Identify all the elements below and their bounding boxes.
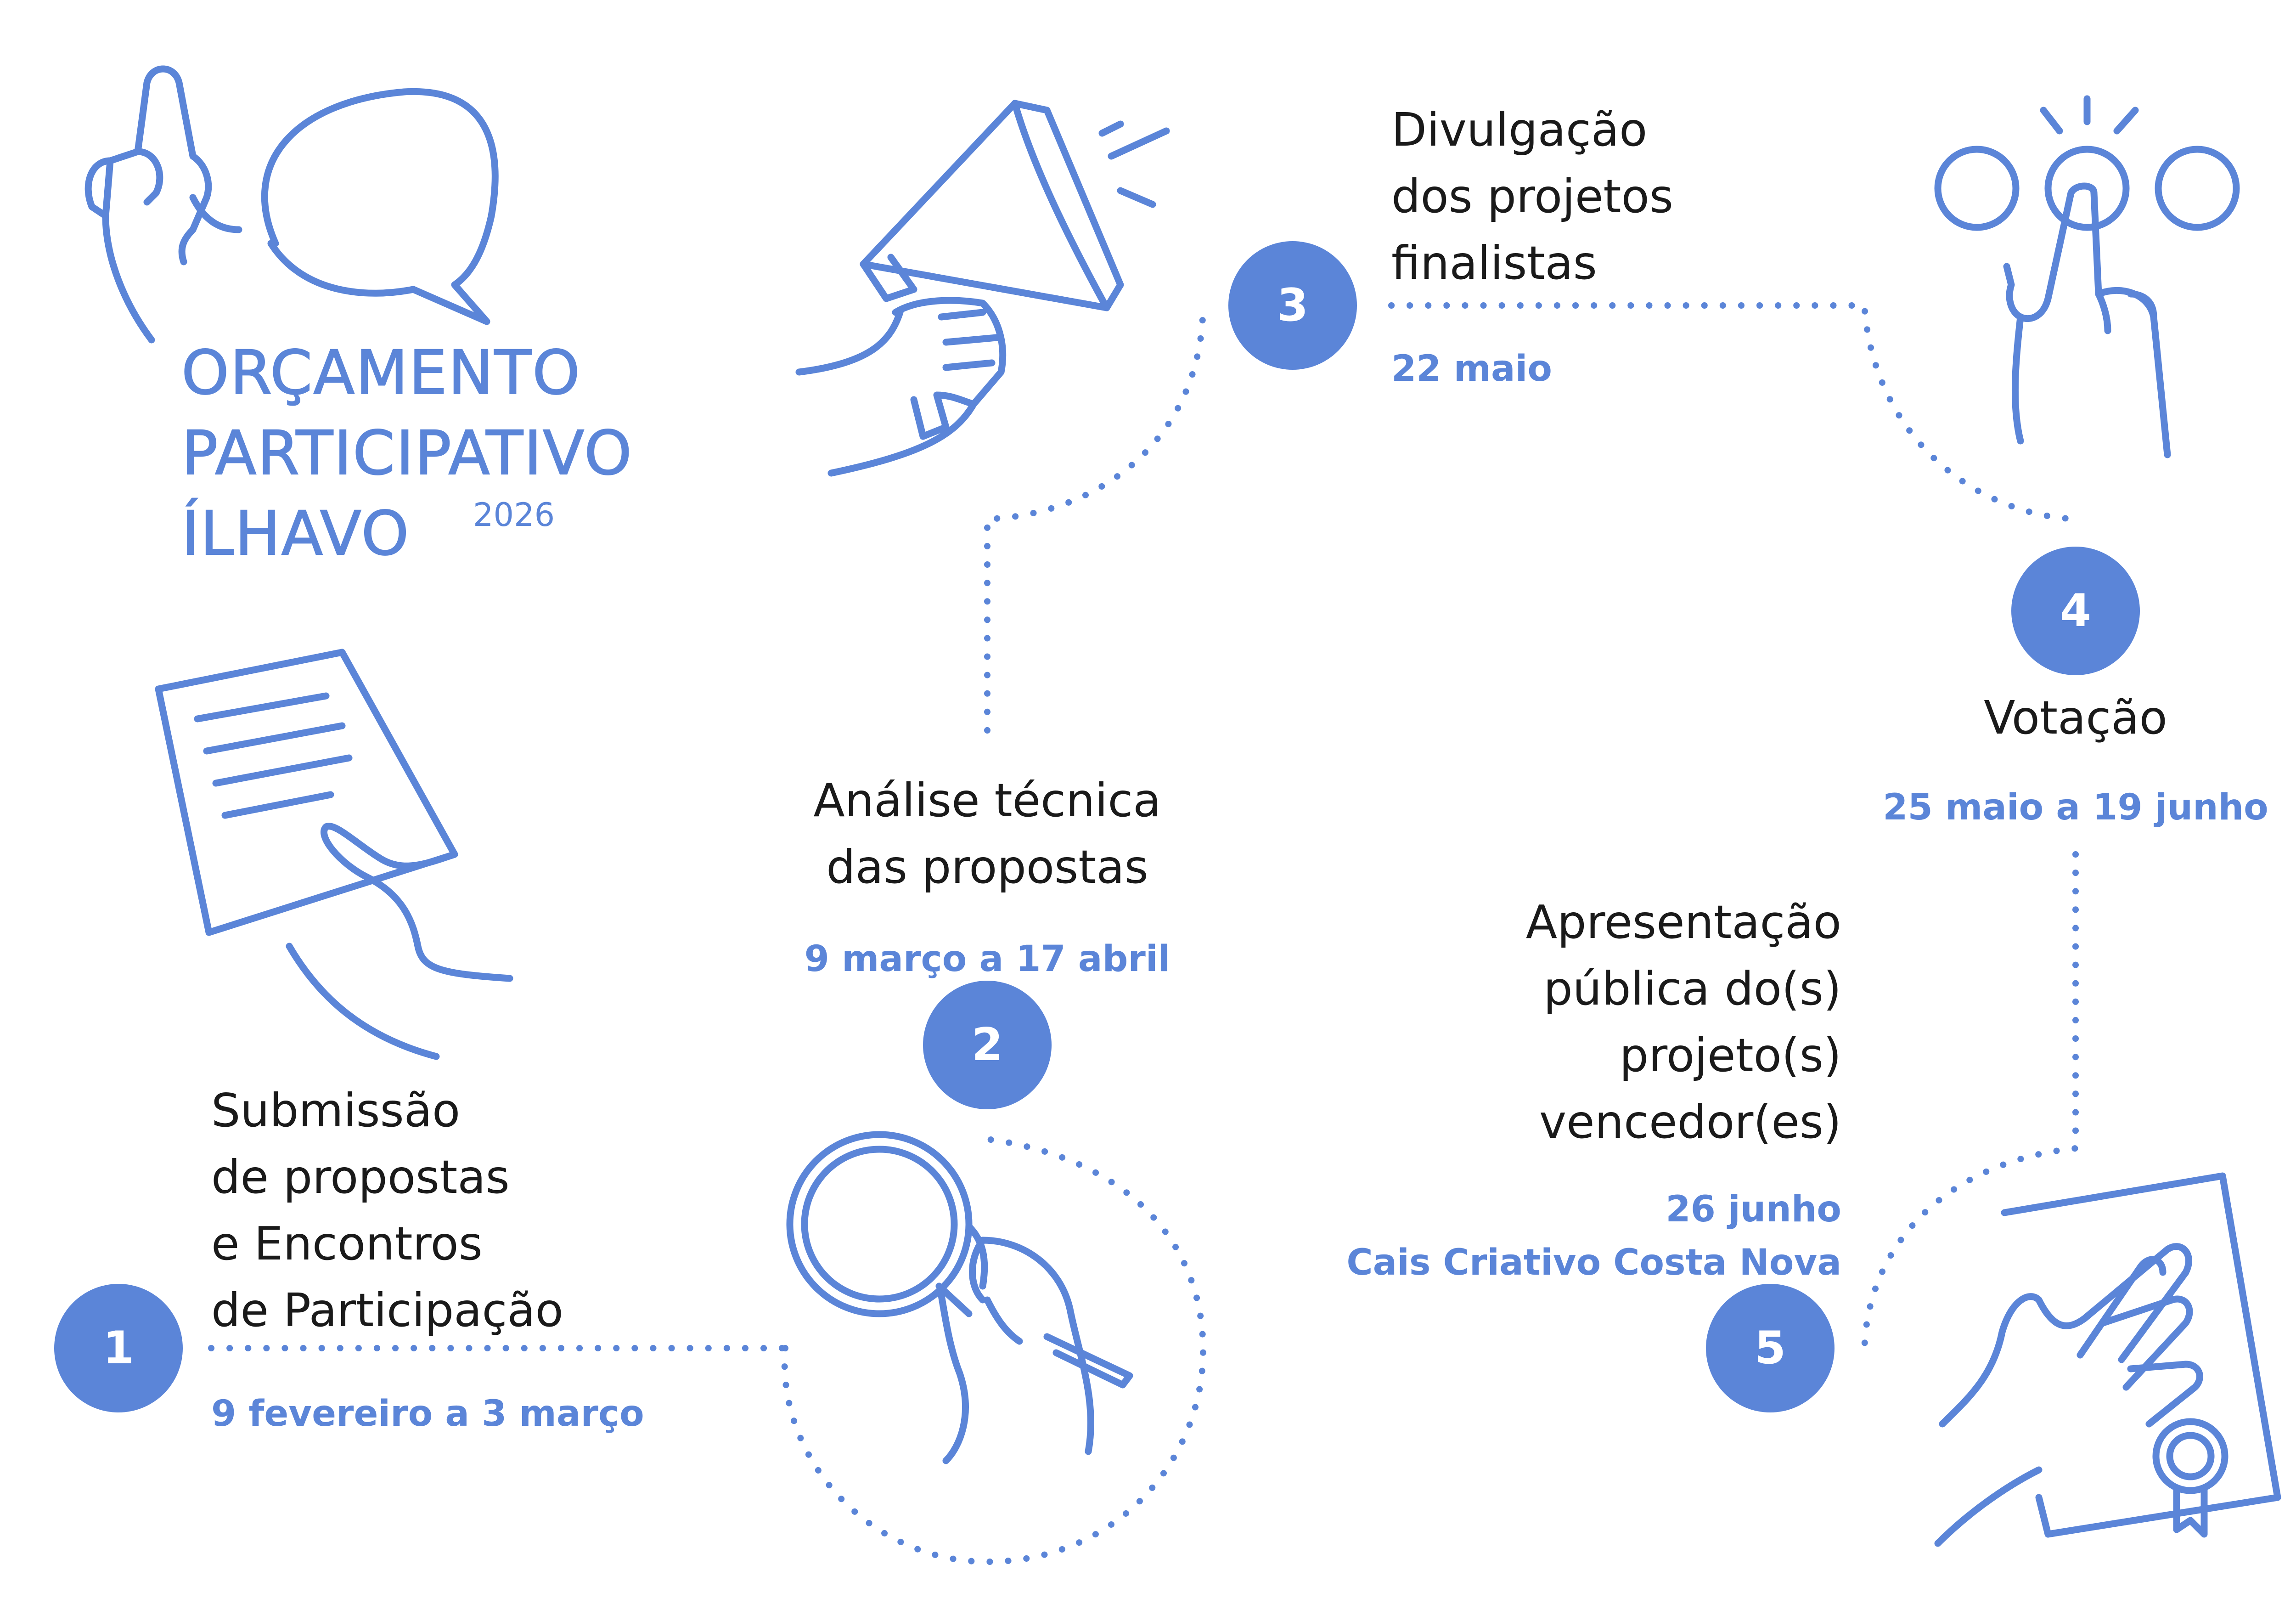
step-1-label-line: e Encontros bbox=[211, 1217, 483, 1271]
step-2-label-line: Análise técnica bbox=[813, 774, 1161, 827]
step-1-number: 1 bbox=[103, 1322, 134, 1374]
step-2-label-line: das propostas bbox=[826, 840, 1148, 894]
title-line-2: PARTICIPATIVO bbox=[181, 418, 633, 489]
step-5-label-line: vencedor(es) bbox=[1539, 1095, 1841, 1149]
megaphone-icon bbox=[795, 100, 1170, 477]
certificate-in-hand-icon bbox=[1934, 1172, 2281, 1547]
step-4-label-line: Votação bbox=[1984, 691, 2167, 745]
step-3-number: 3 bbox=[1277, 279, 1308, 332]
title-line-1: ORÇAMENTO bbox=[181, 337, 581, 409]
step-5-label-line: pública do(s) bbox=[1543, 962, 1841, 1016]
title-year: 2026 bbox=[473, 496, 555, 534]
logo-hand-speech-bubble-icon bbox=[84, 65, 499, 344]
step-3-label: Divulgação dos projetos finalistas bbox=[1391, 96, 1673, 296]
document-in-hand-icon bbox=[155, 649, 513, 1060]
step-1-number-badge: 1 bbox=[54, 1284, 183, 1412]
step-5-date: 26 junho Cais Criativo Costa Nova bbox=[1286, 1183, 1841, 1289]
step-5-date-line: Cais Criativo Costa Nova bbox=[1346, 1242, 1841, 1283]
step-5-label-line: Apresentação bbox=[1525, 895, 1841, 949]
step-5-label-line: projeto(s) bbox=[1619, 1028, 1841, 1082]
step-5-label: Apresentação pública do(s) projeto(s) ve… bbox=[1286, 889, 1841, 1155]
step-3-label-line: Divulgação bbox=[1391, 103, 1648, 157]
step-3-label-line: finalistas bbox=[1391, 236, 1597, 290]
step-4-number-badge: 4 bbox=[2011, 547, 2140, 675]
magnifying-glass-icon bbox=[786, 1131, 1133, 1464]
step-1-label: Submissão de propostas e Encontros de Pa… bbox=[211, 1077, 563, 1344]
step-3-date: 22 maio bbox=[1391, 348, 1552, 390]
step-2-number: 2 bbox=[972, 1019, 1003, 1071]
step-1-date: 9 fevereiro a 3 março bbox=[211, 1393, 644, 1435]
step-2-date: 9 março a 17 abril bbox=[804, 938, 1171, 980]
step-1-label-line: de propostas bbox=[211, 1150, 510, 1204]
voting-hand-icon bbox=[1934, 95, 2240, 458]
step-4-number: 4 bbox=[2060, 585, 2091, 637]
step-5-number-badge: 5 bbox=[1706, 1284, 1835, 1412]
step-1-label-line: Submissão bbox=[211, 1084, 461, 1137]
title-line-3: ÍLHAVO bbox=[181, 498, 410, 570]
step-4-date: 25 maio a 19 junho bbox=[1883, 787, 2268, 828]
step-4-label: Votação bbox=[1846, 684, 2296, 751]
step-2-number-badge: 2 bbox=[923, 981, 1052, 1109]
timeline-dotted-path bbox=[208, 300, 2079, 1565]
step-5-date-line: 26 junho bbox=[1666, 1189, 1841, 1230]
step-3-label-line: dos projetos bbox=[1391, 169, 1673, 223]
step-1-label-line: de Participação bbox=[211, 1283, 563, 1337]
step-3-number-badge: 3 bbox=[1228, 241, 1357, 370]
step-2-label: Análise técnica das propostas bbox=[758, 767, 1217, 900]
step-5-number: 5 bbox=[1755, 1322, 1786, 1374]
